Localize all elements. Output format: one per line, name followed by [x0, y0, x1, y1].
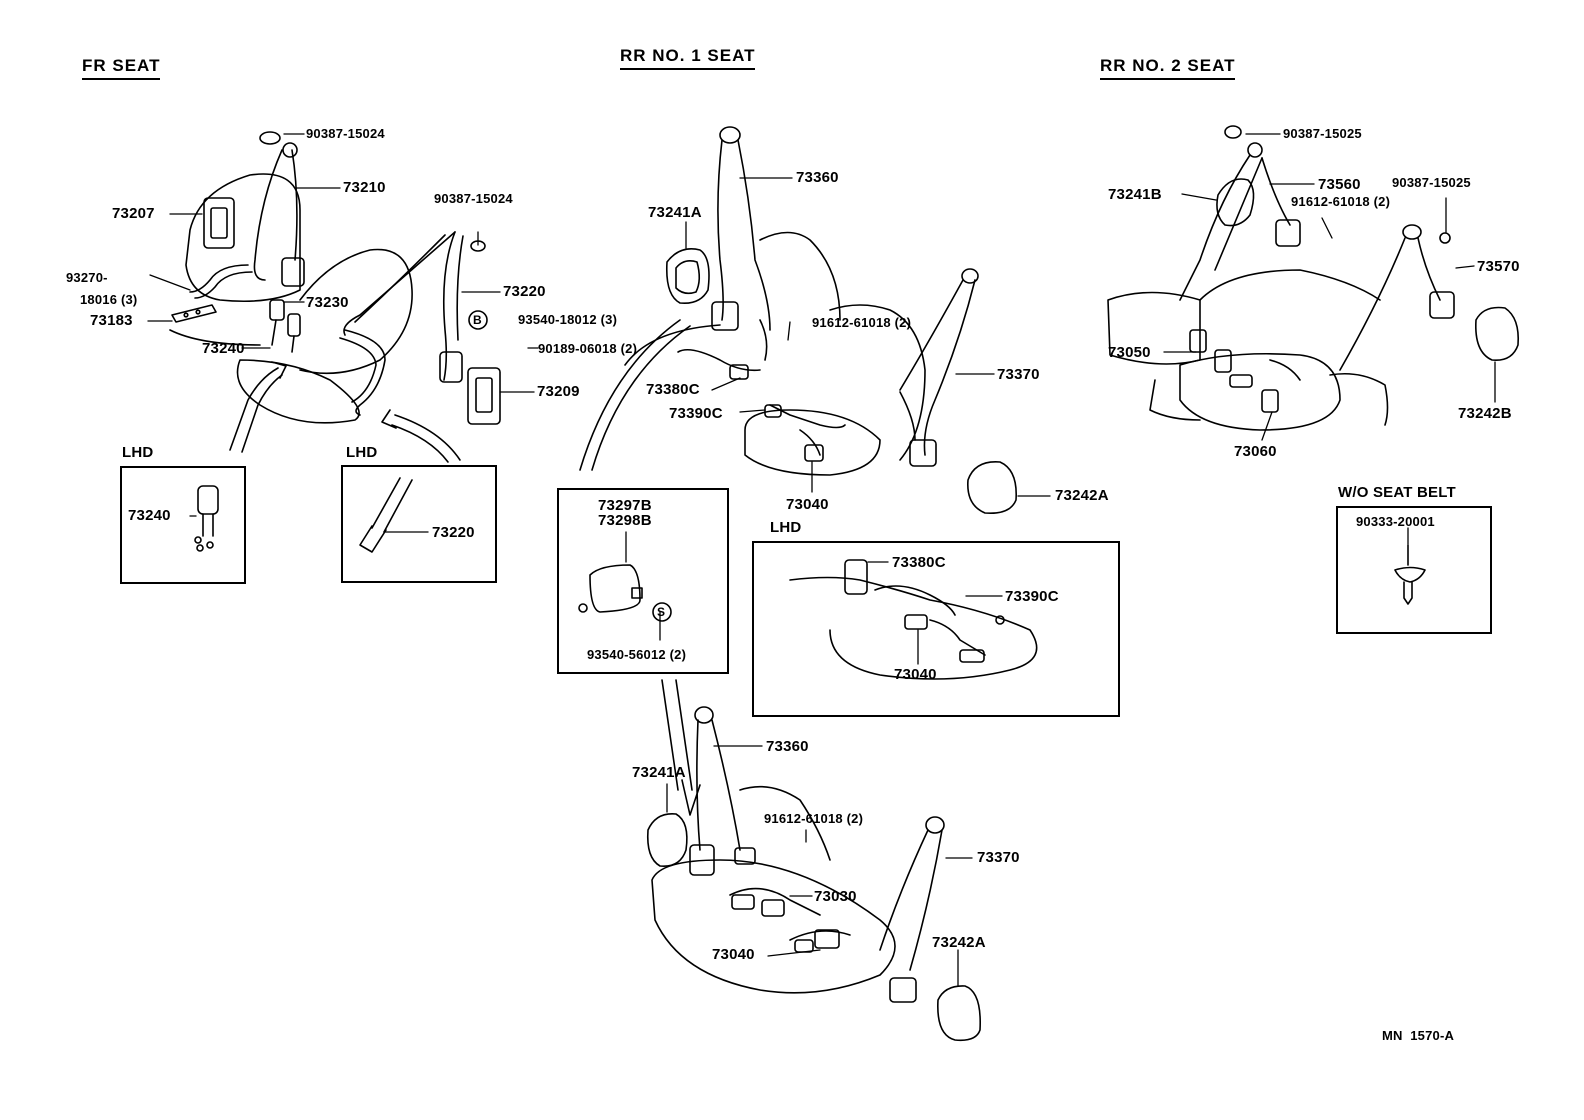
part-90333-20001: 90333-20001	[1356, 514, 1435, 529]
fr-seat-heading: FR SEAT	[82, 56, 161, 80]
part-93540-18012: 93540-18012 (3)	[518, 312, 618, 327]
part-93270: 93270-	[66, 270, 108, 285]
part-91612-61018: 91612-61018 (2)	[812, 315, 912, 330]
part-90189-06018: 90189-06018 (2)	[538, 341, 638, 356]
lhd-part-73380c: 73380C	[892, 554, 946, 571]
lhd-box-73220	[341, 465, 497, 583]
rr2-seat-heading: RR NO. 2 SEAT	[1100, 56, 1236, 80]
part-73030: 73030	[814, 888, 857, 905]
rr1-seat-heading: RR NO. 1 SEAT	[620, 46, 756, 70]
part-73207: 73207	[112, 205, 155, 222]
rr1-seat-drawing	[578, 126, 1038, 816]
wo-seat-belt-box	[1336, 506, 1492, 634]
part-73241b: 73241B	[1108, 186, 1162, 203]
part-91612-61018-rr2: 91612-61018 (2)	[1291, 194, 1391, 209]
wo-seat-belt-label: W/O SEAT BELT	[1338, 484, 1456, 501]
lhd-box-rr1	[752, 541, 1120, 717]
part-91612-61018-lower: 91612-61018 (2)	[764, 811, 864, 826]
part-73209: 73209	[537, 383, 580, 400]
part-73241a: 73241A	[648, 204, 702, 221]
mark-b-circle	[468, 310, 488, 330]
part-73297b: 73297B	[598, 497, 652, 514]
fr-seat-drawing	[169, 131, 501, 553]
part-73183: 73183	[90, 312, 133, 329]
part-90387-15025-a: 90387-15025	[1283, 126, 1362, 141]
part-90387-15024-a: 90387-15024	[306, 126, 385, 141]
rr1b-seat-drawing	[646, 706, 982, 1042]
part-73240: 73240	[202, 340, 245, 357]
part-73040: 73040	[786, 496, 829, 513]
part-73360: 73360	[796, 169, 839, 186]
part-73242a: 73242A	[1055, 487, 1109, 504]
part-73060: 73060	[1234, 443, 1277, 460]
lhd-label-c: LHD	[770, 519, 802, 536]
part-73242b: 73242B	[1458, 405, 1512, 422]
part-90387-15024-b: 90387-15024	[434, 191, 513, 206]
lhd-part-73390c: 73390C	[1005, 588, 1059, 605]
part-73360-lower: 73360	[766, 738, 809, 755]
diagram-code: MN 1570-A	[1382, 1028, 1455, 1043]
part-73570: 73570	[1477, 258, 1520, 275]
part-73240-lhd: 73240	[128, 507, 171, 524]
mark-s: S	[657, 605, 666, 619]
part-73220-lhd: 73220	[432, 524, 475, 541]
part-73210: 73210	[343, 179, 386, 196]
lhd-part-73040: 73040	[894, 666, 937, 683]
part-73220: 73220	[503, 283, 546, 300]
mark-s-circle	[652, 602, 672, 622]
part-73390c: 73390C	[669, 405, 723, 422]
part-73230: 73230	[306, 294, 349, 311]
part-73370: 73370	[997, 366, 1040, 383]
part-93540-56012: 93540-56012 (2)	[587, 647, 687, 662]
part-73242a-lower: 73242A	[932, 934, 986, 951]
lhd-box-73240	[120, 466, 246, 584]
leader-lines	[147, 133, 1496, 987]
mark-b: B	[473, 313, 482, 327]
part-73050: 73050	[1108, 344, 1151, 361]
part-90387-15025-b: 90387-15025	[1392, 175, 1471, 190]
part-73040-lower: 73040	[712, 946, 755, 963]
lhd-label-b: LHD	[346, 444, 378, 461]
part-18016: 18016 (3)	[80, 292, 138, 307]
part-73370-lower: 73370	[977, 849, 1020, 866]
part-73298b: 73298B	[598, 512, 652, 529]
part-73380c: 73380C	[646, 381, 700, 398]
lhd-label-a: LHD	[122, 444, 154, 461]
rr2-seat-drawing	[1107, 125, 1520, 605]
part-73241a-lower: 73241A	[632, 764, 686, 781]
part-73560: 73560	[1318, 176, 1361, 193]
cover-box-73297b	[557, 488, 729, 674]
